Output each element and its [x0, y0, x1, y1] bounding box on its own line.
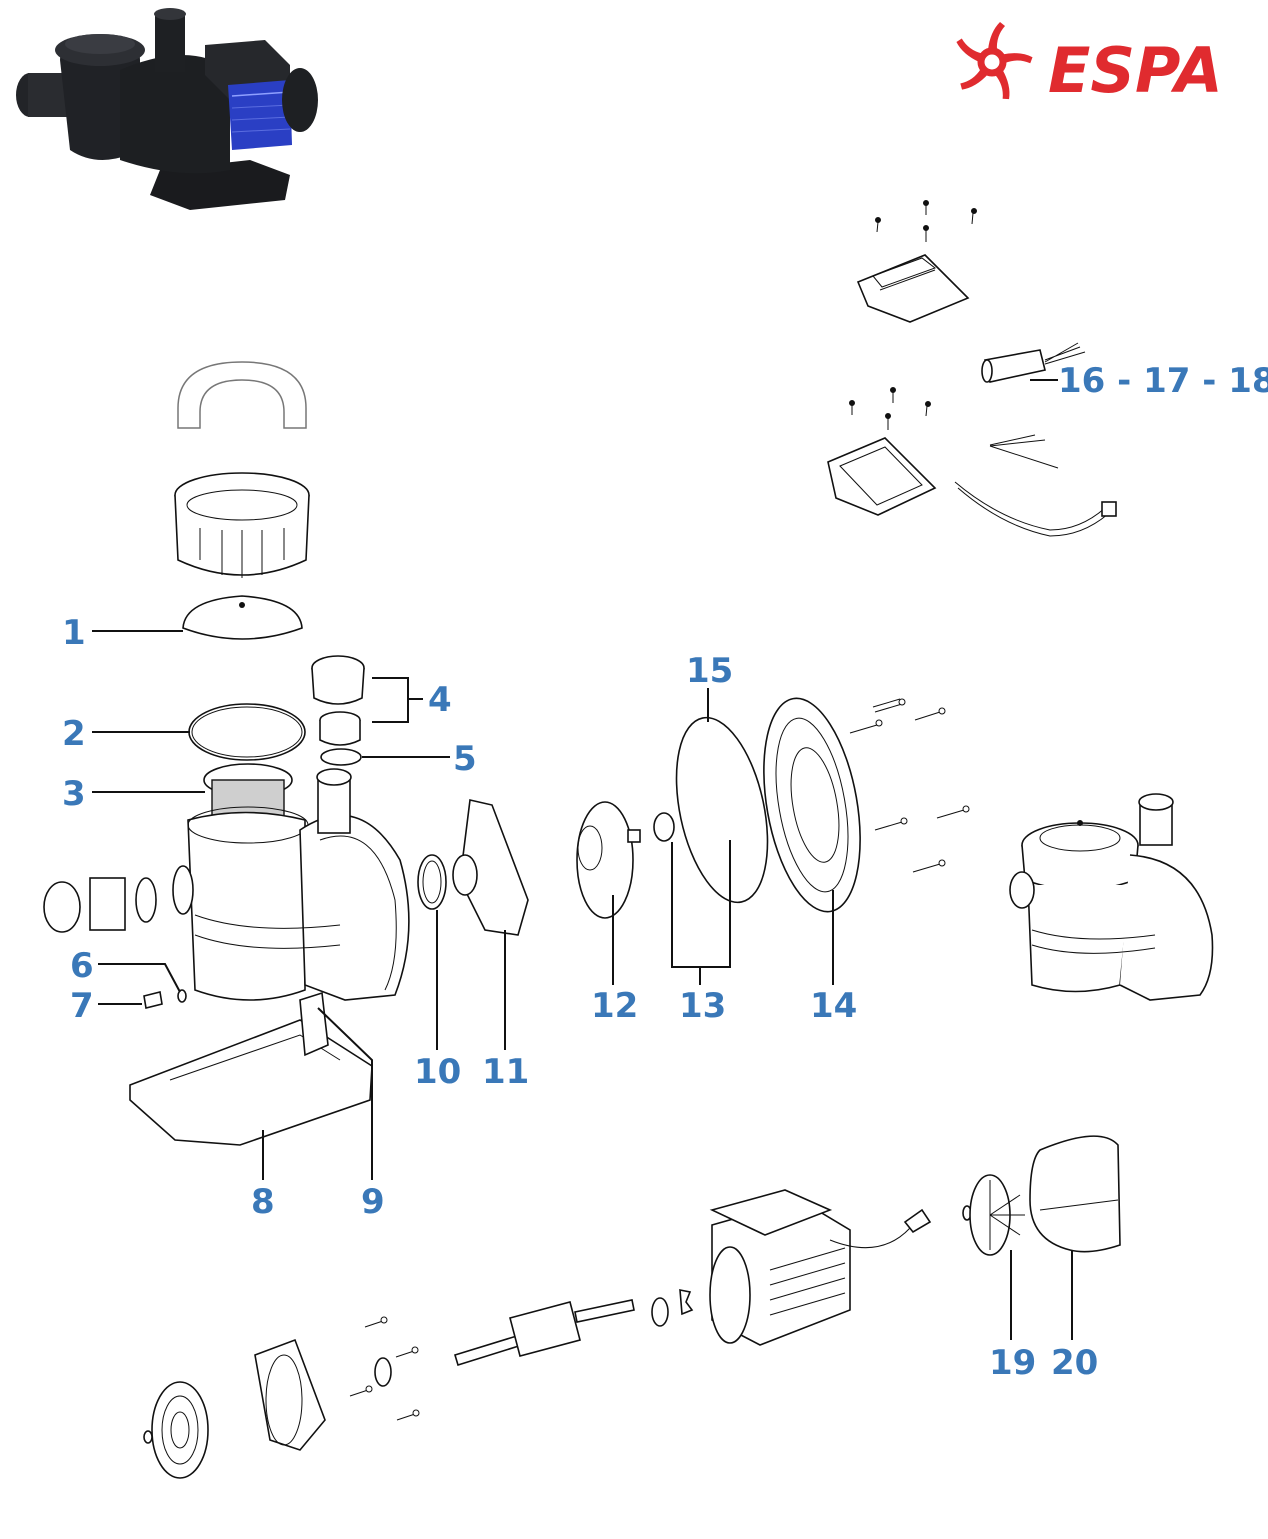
- callout-12: 12: [591, 986, 638, 1026]
- callout-7: 7: [70, 986, 94, 1026]
- callout-labels: 1 2 3 4 5 6 7 8 9 10 11 12 13 14 15 16 -…: [62, 361, 1268, 1383]
- strainer-assembly: [43, 361, 410, 1146]
- callout-19: 19: [989, 1343, 1036, 1383]
- terminal-box-parts: [827, 200, 1117, 537]
- callout-2: 2: [62, 714, 86, 754]
- callout-9: 9: [361, 1182, 385, 1222]
- product-photo: [16, 8, 318, 210]
- brand-name: ESPA: [1048, 34, 1223, 107]
- callout-4: 4: [428, 680, 452, 720]
- callout-14: 14: [810, 986, 857, 1026]
- callout-20: 20: [1051, 1343, 1098, 1383]
- hydraulic-parts: [417, 697, 970, 936]
- callout-13: 13: [679, 986, 726, 1026]
- leader-lines: [92, 630, 1073, 1340]
- assembled-housing: [1009, 793, 1214, 1001]
- pinwheel-impeller-icon: [956, 22, 1033, 100]
- callout-5: 5: [453, 739, 477, 779]
- callout-3: 3: [62, 774, 86, 814]
- espa-logo: ESPA: [956, 22, 1223, 107]
- motor-assembly: [143, 1135, 1121, 1479]
- callout-10: 10: [414, 1052, 461, 1092]
- callout-15: 15: [686, 651, 733, 691]
- callout-6: 6: [70, 946, 94, 986]
- callout-16-17-18: 16 - 17 - 18: [1058, 361, 1268, 401]
- callout-1: 1: [62, 613, 86, 653]
- callout-8: 8: [251, 1182, 275, 1222]
- callout-11: 11: [482, 1052, 529, 1092]
